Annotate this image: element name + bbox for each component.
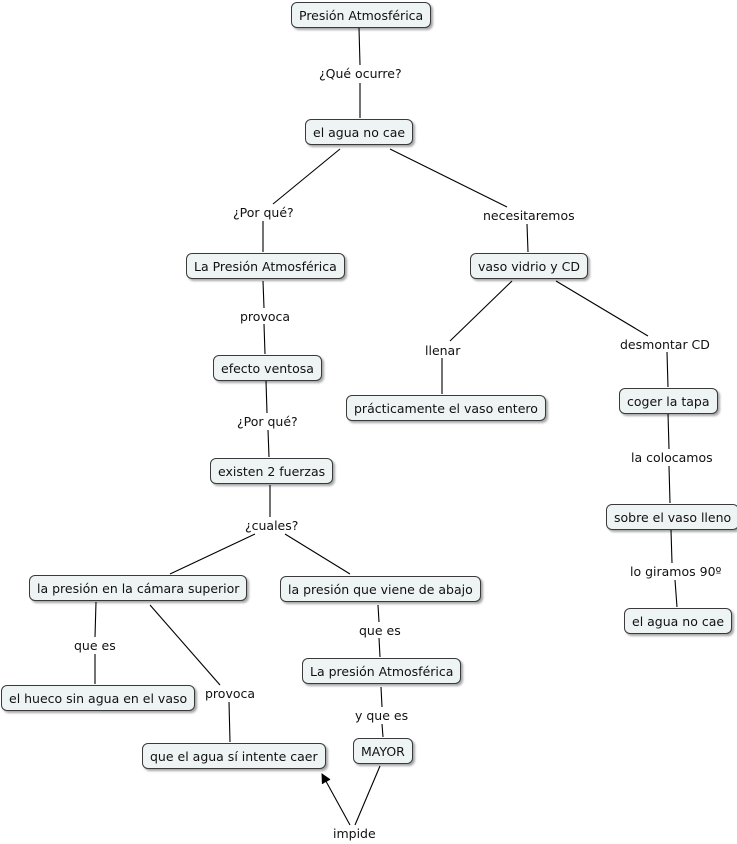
connector-line [377,604,380,623]
connector-line [668,465,671,504]
link-la-colocamos: la colocamos [630,450,714,465]
link-por-que-2: ¿Por qué? [236,414,299,429]
link-que-es-2: que es [358,623,402,638]
connector-arrow [321,773,351,826]
connector-line [228,701,231,743]
connector-line [381,723,384,738]
connector-line [670,529,673,564]
connector-line [284,533,351,575]
link-que-ocurre: ¿Qué ocurre? [318,66,403,81]
concept-presion-que-viene-de-abajo[interactable]: la presión que viene de abajo [280,576,481,602]
connector-line [555,280,649,337]
connector-line [674,579,678,608]
concept-efecto-ventosa[interactable]: efecto ventosa [213,355,322,381]
connector-line [358,27,361,66]
connector-line [526,223,529,253]
link-llenar: llenar [424,343,462,358]
connector-line [667,412,670,450]
link-que-es: que es [73,638,117,653]
concept-sobre-el-vaso-lleno[interactable]: sobre el vaso lleno [606,504,737,530]
link-lo-giramos: lo giramos 90º [629,564,723,579]
connector-line [380,686,383,708]
concept-presion-camara-superior[interactable]: la presión en la cámara superior [29,575,248,601]
link-desmontar-cd: desmontar CD [619,337,711,352]
concept-coger-la-tapa[interactable]: coger la tapa [619,388,718,414]
connector-line [265,380,268,414]
link-provoca-2: provoca [204,686,257,701]
connector-line [262,280,265,309]
connector-line [354,765,381,826]
link-impide: impide [332,826,377,841]
connector-line [94,601,97,638]
concept-presion-atmosferica[interactable]: Presión Atmosférica [291,2,432,28]
concept-practicamente-el-vaso-entero[interactable]: prácticamente el vaso entero [346,395,546,421]
connector-line [272,148,341,205]
connector-line [378,637,381,658]
connector-line [666,351,669,388]
concept-existen-2-fuerzas[interactable]: existen 2 fuerzas [210,458,334,484]
concept-mayor[interactable]: MAYOR [353,738,413,764]
connector-line [149,604,221,686]
connector-line [169,533,256,575]
connector-line [389,148,508,208]
link-provoca: provoca [239,309,292,324]
concept-la-presion-atmosferica-2[interactable]: La presión Atmosférica [302,658,462,684]
connector-line [267,429,270,458]
concept-el-agua-no-cae[interactable]: el agua no cae [305,119,414,145]
concept-agua-intente-caer[interactable]: que el agua sí intente caer [142,743,326,769]
connector-line [263,323,266,355]
connector-line [449,280,513,342]
concept-el-agua-no-cae-2[interactable]: el agua no cae [624,608,733,634]
concept-hueco-sin-agua[interactable]: el hueco sin agua en el vaso [1,685,196,711]
link-cuales: ¿cuales? [244,518,300,533]
link-y-que-es: y que es [354,708,410,723]
concept-la-presion-atmosferica[interactable]: La Presión Atmosférica [186,253,345,279]
concept-vaso-vidrio-y-cd[interactable]: vaso vidrio y CD [470,253,588,279]
link-necesitaremos: necesitaremos [482,208,576,223]
link-por-que: ¿Por qué? [232,205,295,220]
